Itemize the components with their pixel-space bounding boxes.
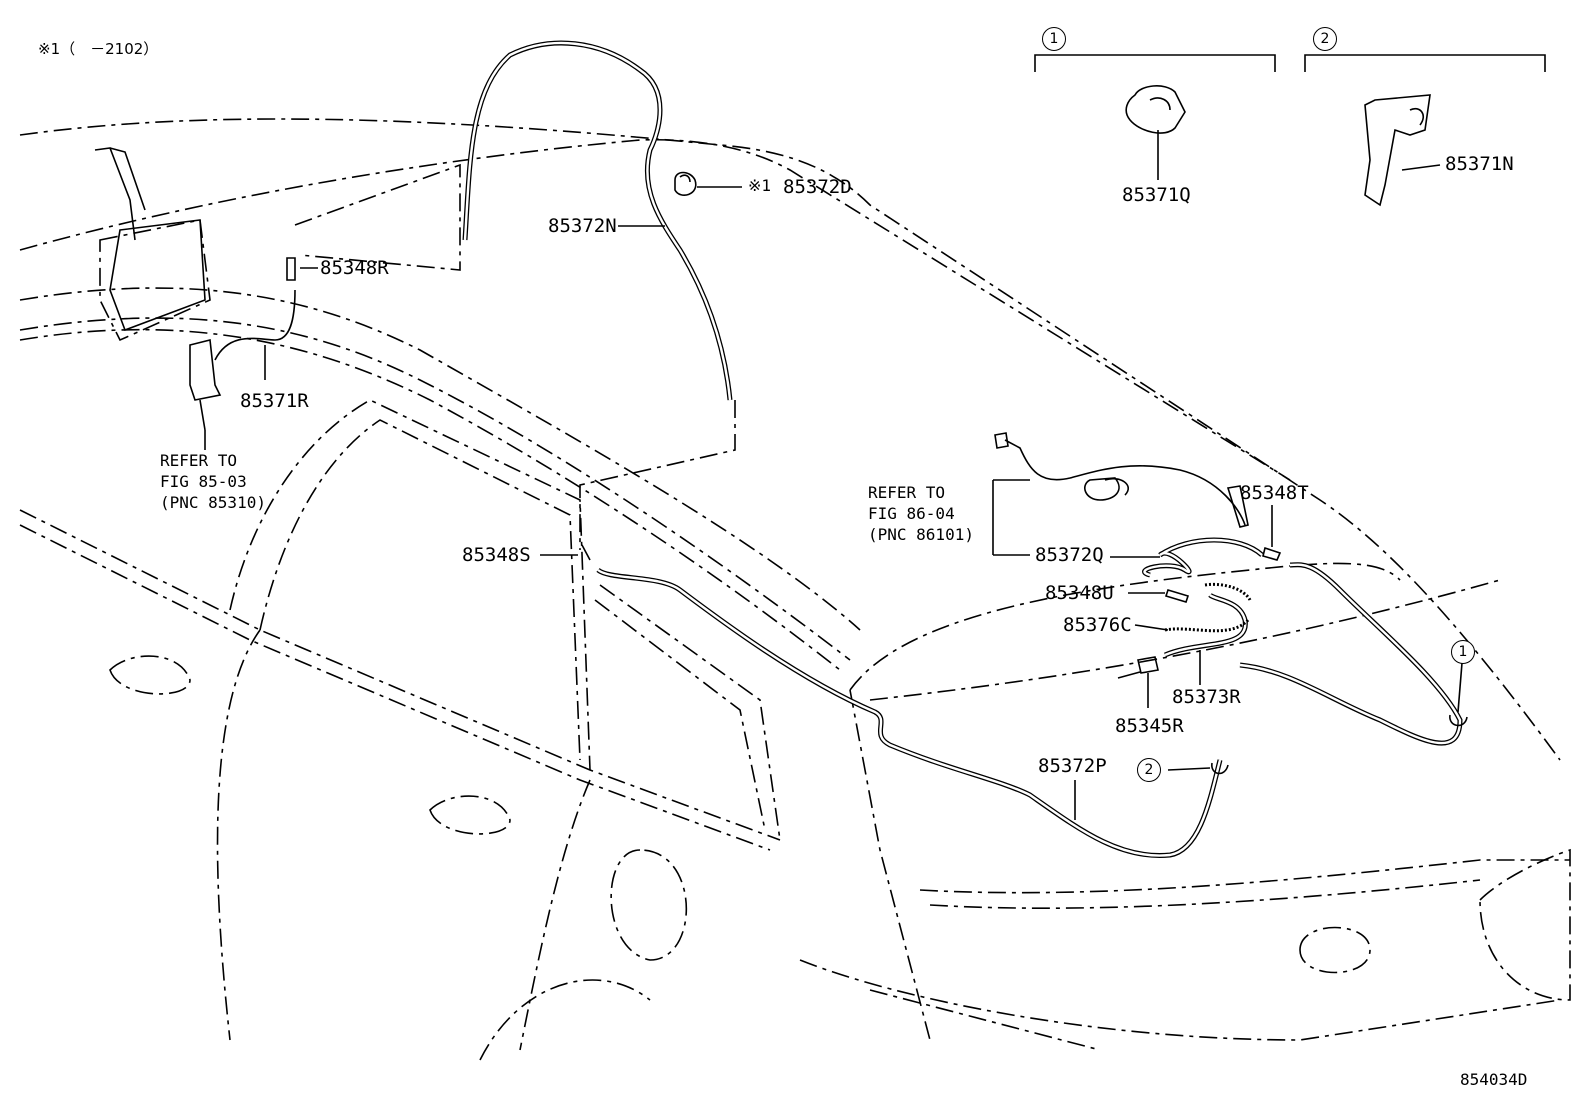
body-side-line [19,287,861,631]
harness-end [1226,485,1249,528]
part-label-85348u: 85348U [1045,582,1114,604]
wheel-arch [479,979,651,1061]
part-label-85348s: 85348S [462,544,531,566]
part-label-85371r: 85371R [240,390,309,412]
trunk-lid-edge [869,579,1501,701]
figure-code: 854034D [1460,1070,1528,1089]
part-label-85345r: 85345R [1115,715,1184,737]
nozzle-85345r [1117,656,1159,679]
part-label-85348t: 85348T [1240,482,1309,504]
nozzle-leader [294,163,461,271]
tail-lamp [1479,848,1571,1001]
quarter-window [599,584,781,841]
option-2-bracket [1304,54,1546,72]
callout-marker-2: 2 [1137,758,1161,782]
hose-end-hook [1211,762,1229,775]
harness-connector [1084,477,1129,501]
door-window [229,399,591,771]
part-label-85348r: 85348R [320,257,389,279]
washer-tank-outline [99,219,211,342]
rocker-line [19,509,781,841]
wire-harness [1004,439,1246,526]
joint-85348r [286,257,296,281]
pump-to-pipe-hose [214,289,296,361]
washer-pump [189,339,222,431]
fuel-door [610,849,688,961]
leader-marker-2 [1167,767,1211,771]
hook-marker-1 [1449,714,1468,727]
part-label-85372p: 85372P [1038,755,1107,777]
quarter-window-inner [594,599,766,831]
corrugated-85376c [1164,582,1252,633]
hose-85372p [596,567,1223,859]
header-note: ※1（ －2102） [38,40,159,58]
callout-marker-1: 1 [1451,640,1475,664]
trunk-lower-2 [929,879,1481,909]
refer-wiring-bracket [992,479,1030,556]
tank-filler-neck [94,147,146,241]
option-marker-2: 2 [1313,27,1337,51]
rear-pillar [216,629,261,1041]
trunk-lid-top [849,562,1401,691]
license-recess [869,989,1101,1051]
bumper [799,959,1561,1041]
door-handle-2 [429,795,511,835]
part-label-85372n: 85372N [548,215,617,237]
part-label-85373r: 85373R [1172,686,1241,708]
joint-85348u [1164,589,1190,603]
part-85371q [1125,85,1186,134]
leader-85371n [1401,164,1441,171]
marker-85372d: ※1 [748,176,772,195]
rear-door-edge [519,779,591,1051]
washer-tank [109,219,206,332]
leader-85372n [579,400,736,550]
refer-pump-note: REFER TO FIG 85-03 (PNC 85310) [160,451,266,512]
trunk-lower [919,859,1570,894]
roof-outline [19,118,1561,761]
body-side-line-2 [19,317,851,661]
part-label-85372q: 85372Q [1035,544,1104,566]
rocker-line-2 [19,524,771,851]
part-85371n [1364,94,1431,207]
clip-85372d [674,171,697,196]
option-1-bracket [1034,54,1276,72]
part-label-85371n: 85371N [1445,153,1514,175]
emblem [1299,926,1371,974]
part-label-85376c: 85376C [1063,614,1132,636]
hose-rear-1 [1239,562,1463,746]
part-label-85372d: 85372D [783,176,852,198]
joint-85348t [1262,546,1282,561]
door-handle [109,655,191,695]
harness-plug [994,432,1009,449]
leader-marker-1 [1457,662,1463,713]
door-window-inner [259,419,581,761]
rear-window-line [849,689,931,1041]
option-marker-1: 1 [1042,27,1066,51]
refer-wiring-note: REFER TO FIG 86-04 (PNC 86101) [868,483,974,544]
part-label-85371q: 85371Q [1122,184,1191,206]
roof-outline-inner [19,138,1291,481]
body-side-line-3 [19,328,841,671]
joint-85348s [581,544,591,561]
leader-85376c [1134,624,1169,631]
